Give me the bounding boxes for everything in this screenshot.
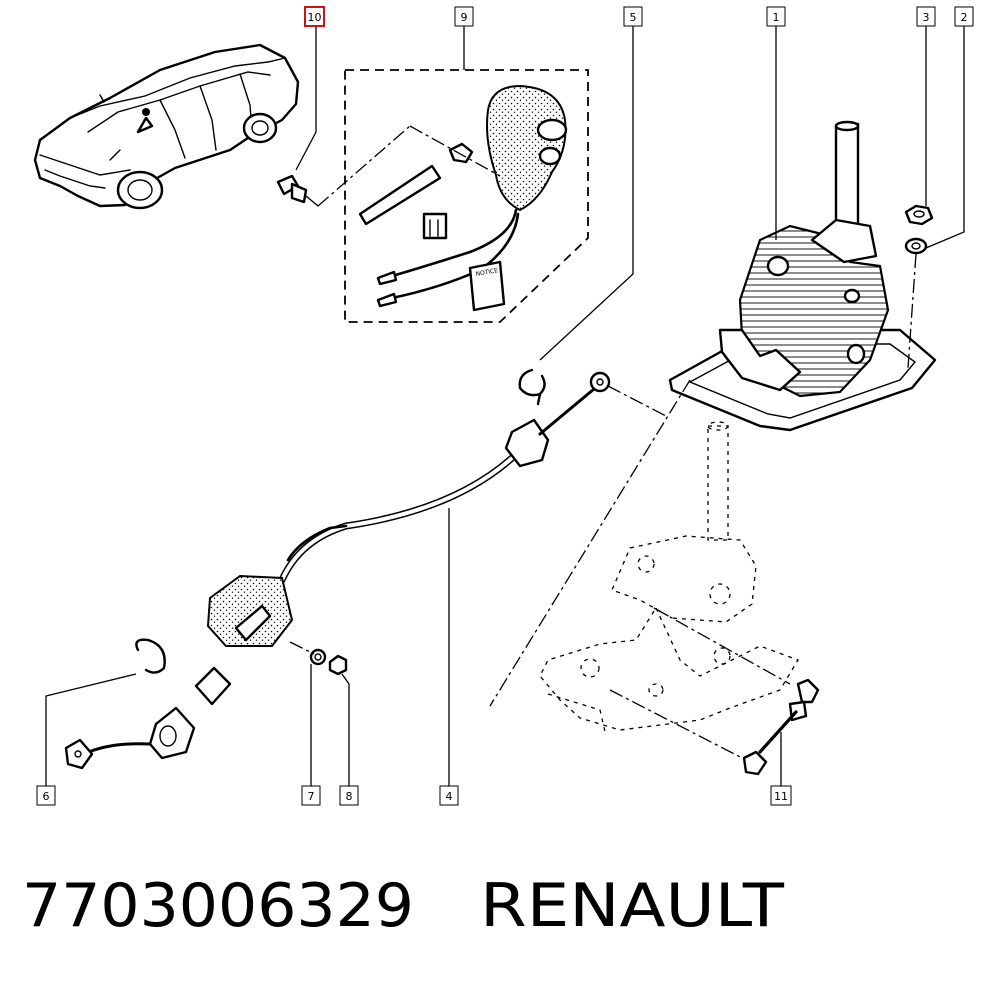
callout-2[interactable]: 2 <box>954 6 974 27</box>
callout-6-label: 6 <box>43 790 50 803</box>
callout-11[interactable]: 11 <box>770 785 792 806</box>
callout-5[interactable]: 5 <box>623 6 643 27</box>
callout-10-label: 10 <box>308 11 322 24</box>
gear-lever-location-icon <box>136 116 154 134</box>
part-6-clip <box>135 638 166 674</box>
part-11-link-rod <box>742 678 820 776</box>
callout-8-label: 8 <box>346 790 353 803</box>
callout-8[interactable]: 8 <box>339 785 359 806</box>
callout-9-label: 9 <box>461 11 468 24</box>
callout-1-label: 1 <box>773 11 780 24</box>
brand-name: RENAULT <box>480 871 784 941</box>
part-7-washer <box>309 648 327 666</box>
callout-3-label: 3 <box>923 11 930 24</box>
part-10-bolt <box>276 125 411 207</box>
callout-7[interactable]: 7 <box>301 785 321 806</box>
part-4-gear-cable <box>64 371 667 770</box>
part-8-nut <box>289 641 348 676</box>
callout-6[interactable]: 6 <box>36 785 56 806</box>
part-5-clip <box>518 368 546 406</box>
car-location-illustration <box>33 43 300 210</box>
callout-10[interactable]: 10 <box>304 6 325 27</box>
part-9-gear-knob-kit: NOTICE <box>344 69 589 323</box>
callout-4[interactable]: 4 <box>439 785 459 806</box>
phantom-gear-mechanism <box>539 421 799 761</box>
callout-7-label: 7 <box>308 790 315 803</box>
part-3-nut <box>904 204 934 226</box>
part-number: 7703006329 <box>22 871 414 941</box>
callout-2-label: 2 <box>961 11 968 24</box>
callout-3[interactable]: 3 <box>916 6 936 27</box>
notice-booklet-label: NOTICE <box>475 267 499 278</box>
callout-1[interactable]: 1 <box>766 6 786 27</box>
callout-5-label: 5 <box>630 11 637 24</box>
callout-4-label: 4 <box>446 790 453 803</box>
callout-11-label: 11 <box>774 790 788 803</box>
part-1-shifter-housing <box>489 120 937 707</box>
leader-lines <box>45 26 965 786</box>
part-2-washer <box>904 237 928 369</box>
callout-9[interactable]: 9 <box>454 6 474 27</box>
